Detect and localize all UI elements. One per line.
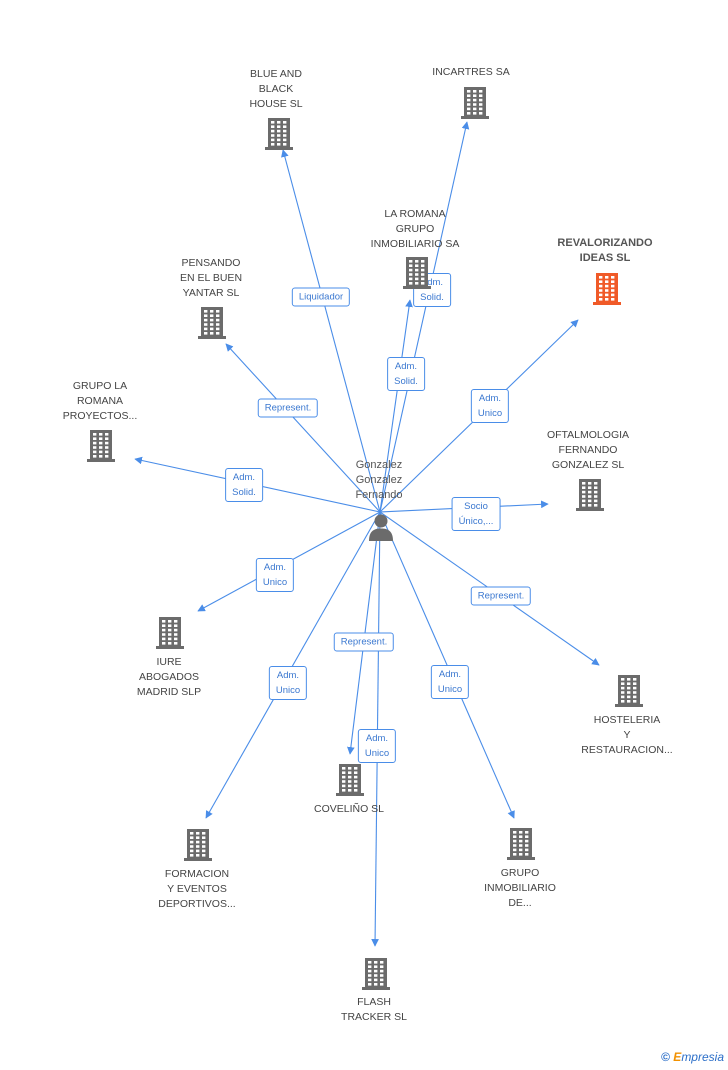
- edge-blue: [281, 149, 381, 513]
- company-label-iure[interactable]: IURE ABOGADOS MADRID SLP: [136, 656, 202, 698]
- empresia-logo: © Empresia: [661, 1050, 724, 1064]
- company-label-revalorizando[interactable]: REVALORIZANDO IDEAS SL: [557, 237, 653, 264]
- company-label-coveliño[interactable]: COVELIÑO SL: [313, 803, 385, 815]
- building-icon[interactable]: [361, 957, 391, 991]
- person-label[interactable]: Gonzalez Gonzalez Fernando: [355, 459, 403, 501]
- building-icon[interactable]: [402, 256, 432, 290]
- edge-laromana: [379, 299, 413, 513]
- edge-label-grupolaromana[interactable]: Adm. Solid.: [225, 468, 263, 502]
- edge-label-oftalmologia[interactable]: Socio Único,...: [451, 497, 501, 531]
- edge-label-blue[interactable]: Liquidador: [291, 287, 351, 307]
- edge-label-pensando[interactable]: Represent.: [257, 398, 319, 418]
- company-label-flash[interactable]: FLASH TRACKER SL: [341, 996, 407, 1023]
- copyright-icon: ©: [661, 1050, 670, 1064]
- edge-label-grupoinmob[interactable]: Adm. Unico: [430, 665, 470, 699]
- building-icon[interactable]: [264, 117, 294, 151]
- company-label-incartres[interactable]: INCARTRES SA: [432, 66, 510, 78]
- company-label-formacion[interactable]: FORMACION Y EVENTOS DEPORTIVOS...: [158, 868, 236, 910]
- building-icon[interactable]: [86, 429, 116, 463]
- edge-label-flash[interactable]: Adm. Unico: [357, 729, 397, 763]
- building-icon[interactable]: [335, 763, 365, 797]
- building-icon[interactable]: [592, 272, 622, 306]
- company-label-grupoinmob[interactable]: GRUPO INMOBILIARIO DE...: [484, 867, 556, 909]
- company-label-laromana[interactable]: LA ROMANA GRUPO INMOBILIARIO SA: [370, 208, 460, 250]
- edge-label-incartres[interactable]: Adm. Solid.: [387, 357, 425, 391]
- edge-label-coveliño[interactable]: Represent.: [333, 632, 395, 652]
- building-icon[interactable]: [155, 616, 185, 650]
- building-icon[interactable]: [183, 828, 213, 862]
- building-icon[interactable]: [614, 674, 644, 708]
- edge-pensando: [225, 343, 381, 513]
- company-label-oftalmologia[interactable]: OFTALMOLOGIA FERNANDO GONZALEZ SL: [546, 429, 630, 471]
- person-icon[interactable]: [367, 513, 395, 541]
- edge-label-revalorizando[interactable]: Adm. Unico: [470, 389, 510, 423]
- edge-incartres: [379, 121, 470, 513]
- building-icon[interactable]: [506, 827, 536, 861]
- edge-label-formacion[interactable]: Adm. Unico: [268, 666, 308, 700]
- company-label-grupolaromana[interactable]: GRUPO LA ROMANA PROYECTOS...: [62, 380, 138, 422]
- building-icon[interactable]: [575, 478, 605, 512]
- edge-formacion: [205, 511, 381, 819]
- edge-label-iure[interactable]: Adm. Unico: [255, 558, 295, 592]
- company-label-pensando[interactable]: PENSANDO EN EL BUEN YANTAR SL: [179, 257, 243, 299]
- company-label-hosteleria[interactable]: HOSTELERIA Y RESTAURACION...: [581, 714, 673, 756]
- edge-label-hosteleria[interactable]: Represent.: [470, 586, 532, 606]
- building-icon[interactable]: [197, 306, 227, 340]
- building-icon[interactable]: [460, 86, 490, 120]
- company-label-blue[interactable]: BLUE AND BLACK HOUSE SL: [249, 68, 303, 110]
